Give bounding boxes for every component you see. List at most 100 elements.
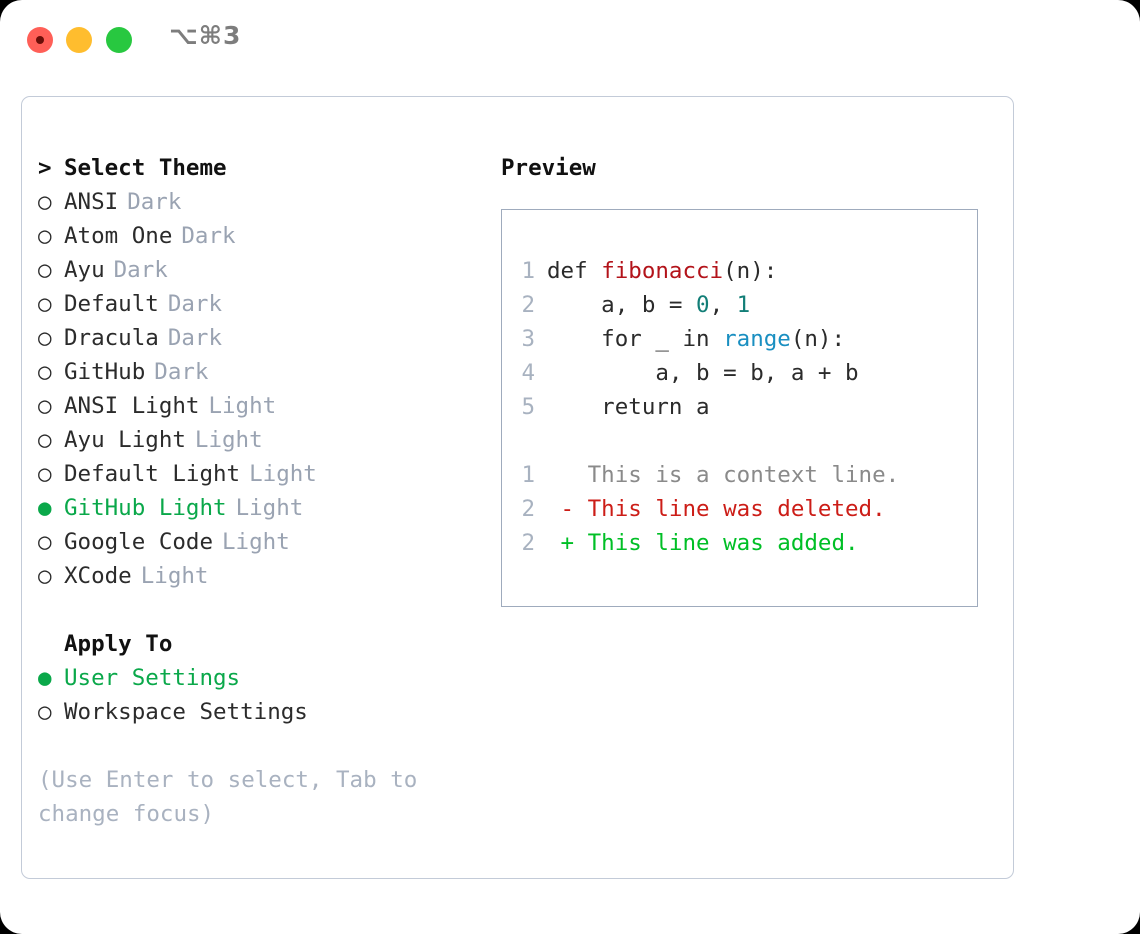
option-label: GitHub (64, 359, 146, 385)
code-token-plain: (n): (790, 326, 846, 352)
option-variant-tag: Light (140, 563, 209, 589)
code-line-3: 4 a, b = b, a + b (521, 356, 977, 390)
code-line-1: 2 a, b = 0, 1 (521, 288, 977, 322)
radio-unselected-icon: ○ (38, 291, 52, 317)
theme-option-2[interactable]: ○ Ayu Dark (38, 253, 488, 287)
code-token-num: 1 (736, 292, 751, 318)
line-number: 4 (521, 360, 535, 386)
section-title: Apply To (64, 631, 173, 657)
option-label: Dracula (64, 325, 159, 351)
minimize-button[interactable] (66, 27, 92, 53)
apply-to-option-1[interactable]: ○Workspace Settings (38, 695, 488, 729)
option-variant-tag: Light (222, 529, 290, 555)
line-number: 1 (521, 258, 535, 284)
diff-line-added: 2 + This line was added. (521, 526, 977, 560)
theme-option-0[interactable]: ○ ANSI Dark (38, 185, 488, 219)
option-label: Ayu (64, 257, 105, 283)
radio-unselected-icon: ○ (38, 223, 52, 249)
radio-selected-icon: ● (38, 495, 52, 521)
keyboard-shortcut-label: ⌥⌘3 (169, 21, 242, 50)
radio-unselected-icon: ○ (38, 427, 52, 453)
theme-option-11[interactable]: ○ XCode Light (38, 559, 488, 593)
list-spacer (38, 593, 488, 627)
code-token-plain: , (709, 292, 737, 318)
preview-title: Preview (501, 155, 596, 181)
radio-unselected-icon: ○ (38, 257, 52, 283)
option-variant-tag: Dark (113, 257, 168, 283)
option-variant-tag: Dark (154, 359, 209, 385)
diff-line-text: This is a context line. (547, 462, 900, 488)
close-button[interactable] (27, 27, 53, 53)
diff-line-text: + This line was added. (547, 530, 859, 556)
code-token-plain: def (547, 258, 602, 284)
option-variant-tag: Light (235, 495, 304, 521)
code-line-0: 1 def fibonacci(n): (521, 254, 977, 288)
option-variant-tag: Dark (127, 189, 182, 215)
radio-unselected-icon: ○ (38, 461, 52, 487)
line-number: 2 (521, 292, 535, 318)
option-label: Google Code (64, 529, 214, 555)
option-label: Atom One (64, 223, 173, 249)
option-variant-tag: Light (249, 461, 317, 487)
option-label: Default (64, 291, 159, 317)
maximize-button[interactable] (106, 27, 132, 53)
radio-unselected-icon: ○ (38, 325, 52, 351)
option-label: User Settings (64, 665, 241, 691)
option-variant-tag: Light (208, 393, 277, 419)
theme-option-10[interactable]: ○ Google Code Light (38, 525, 488, 559)
theme-option-9[interactable]: ● GitHub Light Light (38, 491, 488, 525)
option-label: XCode (64, 563, 132, 589)
option-label: ANSI (64, 189, 119, 215)
theme-option-4[interactable]: ○ Dracula Dark (38, 321, 488, 355)
theme-option-1[interactable]: ○ Atom One Dark (38, 219, 488, 253)
apply-to-header: Apply To (38, 627, 488, 661)
keyboard-hint-text: (Use Enter to select, Tab to change focu… (38, 767, 418, 827)
radio-unselected-icon: ○ (38, 393, 52, 419)
radio-unselected-icon: ○ (38, 563, 52, 589)
radio-unselected-icon: ○ (38, 529, 52, 555)
code-token-num: 0 (696, 292, 710, 318)
option-variant-tag: Dark (181, 223, 236, 249)
code-token-plain: a, b = b, a + b (547, 360, 859, 386)
radio-unselected-icon: ○ (38, 189, 52, 215)
code-line-2: 3 for _ in range(n): (521, 322, 977, 356)
code-line-4: 5 return a (521, 390, 977, 424)
radio-selected-icon: ● (38, 665, 52, 691)
section-title: Select Theme (64, 155, 227, 181)
diff-line-context: 1 This is a context line. (521, 458, 977, 492)
option-variant-tag: Dark (167, 325, 223, 351)
option-label: Default Light (64, 461, 241, 487)
code-token-func: fibonacci (601, 258, 724, 284)
theme-option-8[interactable]: ○ Default Light Light (38, 457, 488, 491)
code-diff-separator (521, 424, 977, 458)
code-token-plain: a, b = (547, 292, 697, 318)
code-token-plain: (n): (723, 258, 778, 284)
code-token-plain: return a (547, 394, 710, 420)
line-number: 3 (521, 326, 535, 352)
diff-line-number: 2 (521, 496, 535, 522)
option-label: GitHub Light (64, 495, 227, 521)
theme-option-3[interactable]: ○ Default Dark (38, 287, 488, 321)
option-label: Workspace Settings (64, 699, 308, 725)
option-label: ANSI Light (64, 393, 200, 419)
radio-unselected-icon: ○ (38, 359, 52, 385)
theme-option-5[interactable]: ○ GitHub Dark (38, 355, 488, 389)
apply-to-option-0[interactable]: ● User Settings (38, 661, 488, 695)
apply-to-list[interactable]: Apply To ● User Settings ○Workspace Setting… (38, 627, 488, 729)
option-variant-tag: Light (194, 427, 263, 453)
theme-option-6[interactable]: ○ ANSI Light Light (38, 389, 488, 423)
title-bar: ⌥⌘3 (0, 0, 1140, 76)
diff-sample: 1 This is a context line.2 - This line w… (521, 458, 977, 560)
diff-line-text: - This line was deleted. (547, 496, 886, 522)
diff-line-deleted: 2 - This line was deleted. (521, 492, 977, 526)
option-variant-tag: Dark (167, 291, 223, 317)
prompt-caret-icon: > (38, 155, 52, 181)
theme-option-7[interactable]: ○ Ayu Light Light (38, 423, 488, 457)
option-label: Ayu Light (64, 427, 186, 453)
diff-line-number: 1 (521, 462, 535, 488)
